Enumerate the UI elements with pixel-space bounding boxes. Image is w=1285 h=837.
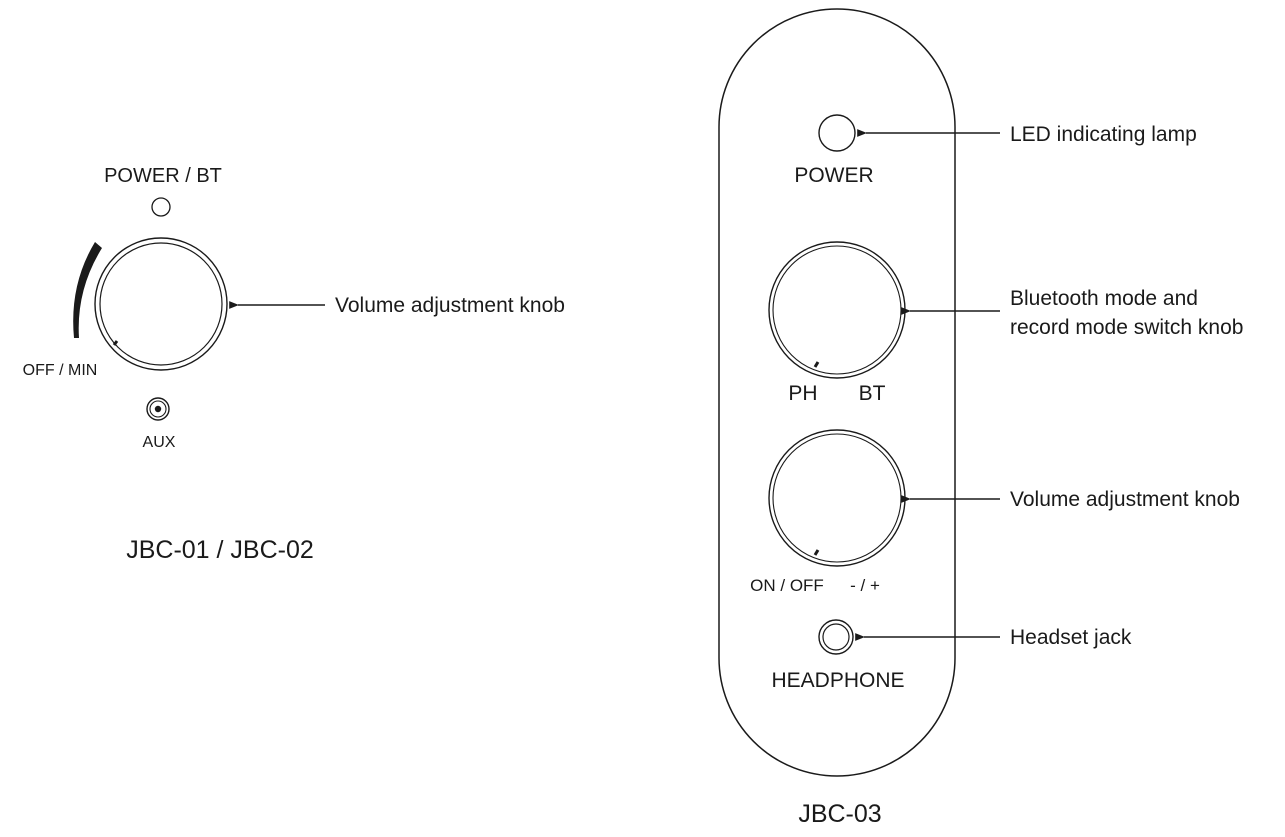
left-device: POWER / BT OFF / MIN AUX Volume adjustme… [23, 165, 565, 564]
ph-label: PH [788, 382, 817, 405]
right-volume-callout-label: Volume adjustment knob [1010, 488, 1240, 511]
control-panel-outline [718, 8, 956, 777]
mode-switch-knob[interactable] [768, 241, 906, 379]
mode-callout-label-line1: Bluetooth mode and [1010, 287, 1198, 310]
right-volume-knob[interactable] [768, 429, 906, 567]
headset-callout-label: Headset jack [1010, 626, 1132, 649]
volume-knob-pointer [813, 549, 820, 556]
plus-minus-label: - / + [850, 576, 880, 595]
led-callout-label: LED indicating lamp [1010, 123, 1197, 146]
off-min-label: OFF / MIN [23, 362, 98, 379]
led-indicating-lamp [818, 114, 856, 152]
left-model-label: JBC-01 / JBC-02 [126, 536, 314, 564]
volume-knob[interactable] [94, 237, 228, 371]
power-bt-led [151, 197, 171, 217]
bt-label: BT [859, 382, 886, 405]
volume-knob-pointer [112, 340, 119, 346]
mode-knob-pointer [813, 361, 820, 368]
headphone-label: HEADPHONE [771, 669, 904, 692]
mode-callout-label-line2: record mode switch knob [1010, 316, 1243, 339]
aux-jack[interactable] [146, 397, 170, 421]
on-off-label: ON / OFF [750, 576, 824, 595]
headset-jack[interactable] [818, 619, 854, 655]
right-device: LED indicating lamp POWER Bluetooth mode… [718, 8, 1243, 828]
right-model-label: JBC-03 [798, 800, 881, 828]
power-bt-label: POWER / BT [104, 165, 222, 187]
volume-level-arc [73, 242, 102, 338]
power-label: POWER [794, 164, 873, 187]
volume-callout-label: Volume adjustment knob [335, 294, 565, 317]
aux-label: AUX [143, 434, 176, 451]
